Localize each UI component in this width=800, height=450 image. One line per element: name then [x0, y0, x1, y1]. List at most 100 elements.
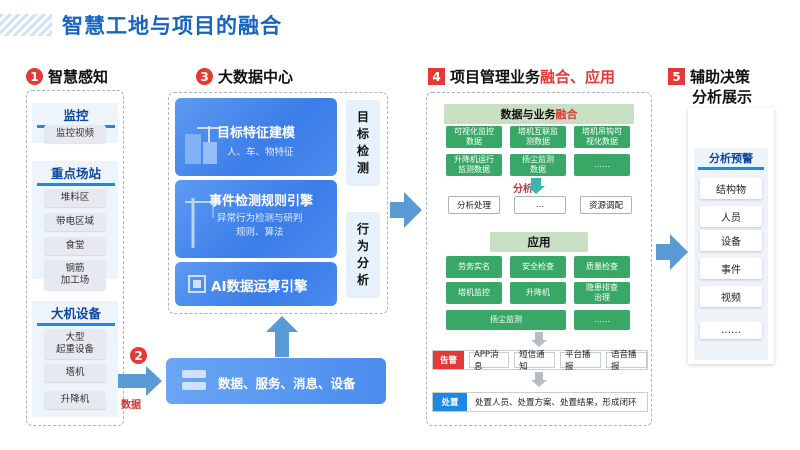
down-arrow-shaft — [535, 372, 543, 380]
app-tile[interactable]: 安全检查 — [510, 256, 566, 278]
fusion-tile[interactable]: 升降机运行 监测数据 — [446, 154, 502, 176]
fusion-tile[interactable]: 可视化监控 数据 — [446, 126, 502, 148]
behavior-analysis-box[interactable]: 行 为 分 析 — [346, 212, 380, 298]
analysis-inner-label: 分析 — [513, 184, 533, 195]
behavior-analysis-char: 分 — [356, 256, 369, 270]
handle-tag: 处置 — [433, 393, 467, 411]
app-tile[interactable]: 隐患排查 治理 — [574, 282, 630, 304]
ai-engine-title: AI数据运算引擎 — [211, 279, 308, 295]
target-detection-box[interactable]: 目 标 检 测 — [346, 100, 380, 186]
section-5-panel: 分析预警 结构物 人员 设备 事件 视频 …… — [688, 108, 774, 364]
title-decoration — [0, 14, 52, 36]
alert-app-message[interactable]: APP消息 — [468, 350, 510, 372]
warning-item-structure[interactable]: 结构物 — [700, 178, 762, 199]
handle-text: 处置人员、处置方案、处置结果，形成闭环 — [475, 398, 637, 408]
section-4-header: 4 项目管理业务融合、应用 — [428, 66, 615, 87]
section-3-title: 大数据中心 — [218, 68, 294, 86]
down-arrow-shaft — [535, 332, 543, 340]
section-1-panel: 监控 监控视频 重点场站 堆料区 带电区域 食堂 钢筋 加工场 大机设备 大型 … — [26, 90, 124, 426]
behavior-analysis-char: 为 — [356, 239, 369, 253]
warning-item-video[interactable]: 视频 — [700, 286, 762, 307]
item-stockpile[interactable]: 堆料区 — [44, 189, 106, 207]
section-5-title-line1: 辅助决策 — [690, 68, 751, 86]
down-arrow-head-icon — [531, 340, 547, 347]
alert-platform-broadcast[interactable]: 平台播报 — [560, 350, 602, 372]
app-tile[interactable]: 塔机监控 — [446, 282, 502, 304]
analysis-arrow-head-icon — [527, 186, 545, 194]
chip-icon — [188, 275, 206, 293]
fusion-header-plain: 数据与业务 — [500, 108, 556, 121]
item-tower-crane[interactable]: 塔机 — [44, 364, 106, 382]
analysis-arrow-shaft — [656, 244, 672, 260]
app-tile-wide[interactable]: 扬尘监测 — [446, 310, 566, 330]
warning-item-personnel[interactable]: 人员 — [700, 206, 762, 227]
item-monitoring-video[interactable]: 监控视频 — [44, 125, 106, 143]
app-tile[interactable]: …… — [574, 310, 630, 330]
item-canteen[interactable]: 食堂 — [44, 237, 106, 255]
category-large-equipment: 大机设备 — [37, 303, 115, 326]
event-rule-engine-title: 事件检测规则引擎 — [209, 194, 314, 209]
item-large-crane[interactable]: 大型 起重设备 — [44, 329, 106, 359]
behavior-analysis-char: 析 — [356, 273, 369, 287]
result-arrow-head-icon — [404, 192, 422, 228]
analysis-arrow-head-icon — [670, 234, 688, 270]
alert-tag: 告警 — [433, 351, 464, 369]
section-4-title-plain: 项目管理业务 — [450, 68, 541, 86]
fusion-header-red: 融合 — [555, 108, 578, 121]
fusion-tile[interactable]: 塔机吊钩可 视化数据 — [574, 126, 630, 148]
data-service-bar[interactable]: 数据、服务、消息、设备 — [166, 358, 386, 404]
section-3-header: 3 大数据中心 — [196, 66, 293, 87]
item-rebar-yard[interactable]: 钢筋 加工场 — [44, 260, 106, 290]
section-2-number: 2 — [130, 347, 147, 364]
alert-sms[interactable]: 短信通知 — [514, 350, 556, 372]
behavior-analysis-char: 行 — [356, 222, 369, 236]
section-1-title: 智慧感知 — [48, 68, 109, 86]
event-rule-engine-box[interactable]: 事件检测规则引擎 异常行为检测与研判 规则、算法 — [175, 180, 337, 258]
fusion-header: 数据与业务融合 — [444, 104, 634, 124]
server-icon — [182, 370, 206, 390]
fusion-tile[interactable]: 扬尘监测 数据 — [510, 154, 566, 176]
data-service-text: 数据、服务、消息、设备 — [218, 376, 356, 391]
category-key-sites: 重点场站 — [37, 163, 115, 186]
section-5-title-line2: 分析展示 — [692, 88, 753, 106]
item-hoist[interactable]: 升降机 — [44, 391, 106, 409]
building-icon — [185, 126, 221, 164]
alert-voice-broadcast[interactable]: 语音播报 — [606, 350, 647, 372]
target-detection-char: 检 — [356, 144, 369, 158]
warning-item-equipment[interactable]: 设备 — [700, 230, 762, 251]
section-4-number: 4 — [428, 68, 445, 85]
warning-item-more[interactable]: …… — [700, 322, 762, 339]
up-arrow-shaft — [275, 331, 289, 357]
resource-dispatch-button[interactable]: 资源调配 — [580, 196, 632, 214]
target-detection-char: 测 — [356, 161, 369, 175]
target-detection-char: 目 — [356, 110, 369, 124]
app-tile[interactable]: 质量检查 — [574, 256, 630, 278]
target-modeling-sub: 人、车、物特征 — [227, 147, 294, 158]
alert-row: 告警 APP消息 短信通知 平台播报 语音播报 — [432, 350, 648, 372]
app-tile[interactable]: 升降机 — [510, 282, 566, 304]
analysis-arrow-shaft — [531, 178, 541, 186]
up-arrow-head-icon — [266, 316, 298, 332]
result-arrow-shaft — [390, 202, 406, 218]
section-4-title-red: 融合、应用 — [540, 68, 616, 86]
section-1-header: 1 智慧感知 — [26, 66, 108, 87]
item-live-zone[interactable]: 带电区域 — [44, 213, 106, 231]
data-label: 数据 — [121, 400, 141, 411]
data-arrow-shaft — [118, 374, 148, 388]
analysis-process-button[interactable]: 分析处理 — [448, 196, 500, 214]
target-detection-char: 标 — [356, 127, 369, 141]
target-modeling-title: 目标特征建模 — [217, 126, 296, 141]
fusion-tile[interactable]: 塔机互联监 测数据 — [510, 126, 566, 148]
analysis-warning-header: 分析预警 — [698, 150, 764, 170]
target-modeling-box[interactable]: 目标特征建模 人、车、物特征 — [175, 98, 337, 176]
fusion-tile[interactable]: …… — [574, 154, 630, 176]
data-arrow-head-icon — [146, 366, 162, 396]
section-3-number: 3 — [196, 68, 213, 85]
app-tile[interactable]: 劳务实名 — [446, 256, 502, 278]
warning-item-event[interactable]: 事件 — [700, 258, 762, 279]
ai-engine-box[interactable]: AI数据运算引擎 — [175, 262, 337, 306]
ellipsis-button[interactable]: … — [514, 196, 566, 214]
section-5-header: 5 辅助决策 — [668, 66, 750, 87]
section-1-number: 1 — [26, 68, 43, 85]
down-arrow-head-icon — [531, 380, 547, 387]
